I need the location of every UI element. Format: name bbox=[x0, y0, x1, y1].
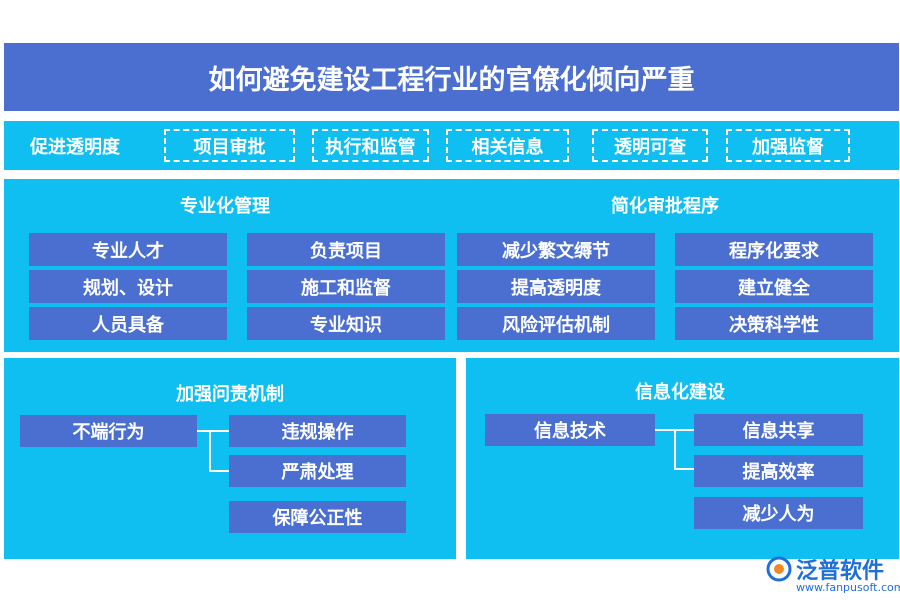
transparency-label: 促进透明度 bbox=[30, 137, 120, 158]
transparency-item-2: 执行和监管 bbox=[312, 129, 429, 162]
accountability-child-1: 违规操作 bbox=[229, 415, 406, 447]
connector-line bbox=[674, 429, 676, 470]
accountability-child-2: 严肃处理 bbox=[229, 455, 406, 487]
professional-col2-item-1: 负责项目 bbox=[247, 233, 445, 266]
simplify-col1-item-2: 提高透明度 bbox=[457, 270, 655, 303]
professional-col1-item-1: 专业人才 bbox=[29, 233, 227, 266]
informatization-child-1: 信息共享 bbox=[694, 414, 863, 446]
simplify-col2-item-3: 决策科学性 bbox=[675, 307, 873, 340]
professional-col1-item-2: 规划、设计 bbox=[29, 270, 227, 303]
informatization-title: 信息化建设 bbox=[635, 382, 725, 403]
diagram-title: 如何避免建设工程行业的官僚化倾向严重 bbox=[4, 43, 899, 111]
connector-line bbox=[209, 430, 211, 472]
logo-name: 泛普软件 bbox=[796, 559, 885, 584]
professional-col1-item-3: 人员具备 bbox=[29, 307, 227, 340]
transparency-item-1: 项目审批 bbox=[164, 129, 295, 162]
simplify-col1-item-1: 减少繁文缛节 bbox=[457, 233, 655, 266]
connector-line bbox=[209, 470, 229, 472]
simplify-title: 简化审批程序 bbox=[611, 196, 719, 217]
simplify-col1-item-3: 风险评估机制 bbox=[457, 307, 655, 340]
professional-title: 专业化管理 bbox=[180, 196, 270, 217]
informatization-root: 信息技术 bbox=[485, 414, 655, 446]
logo-icon bbox=[766, 556, 792, 582]
simplify-col2-item-1: 程序化要求 bbox=[675, 233, 873, 266]
logo: 泛普软件 www.fanpusoft.com bbox=[766, 553, 900, 598]
professional-col2-item-2: 施工和监督 bbox=[247, 270, 445, 303]
transparency-item-4: 透明可查 bbox=[592, 129, 708, 162]
accountability-title: 加强问责机制 bbox=[176, 384, 284, 405]
accountability-child-3: 保障公正性 bbox=[229, 501, 406, 533]
simplify-col2-item-2: 建立健全 bbox=[675, 270, 873, 303]
professional-col2-item-3: 专业知识 bbox=[247, 307, 445, 340]
logo-url: www.fanpusoft.com bbox=[796, 581, 900, 594]
transparency-item-5: 加强监督 bbox=[726, 129, 850, 162]
connector-line bbox=[197, 430, 229, 432]
accountability-root: 不端行为 bbox=[20, 415, 197, 447]
connector-line bbox=[674, 468, 694, 470]
informatization-child-3: 减少人为 bbox=[694, 497, 863, 529]
informatization-child-2: 提高效率 bbox=[694, 455, 863, 487]
transparency-item-3: 相关信息 bbox=[446, 129, 569, 162]
